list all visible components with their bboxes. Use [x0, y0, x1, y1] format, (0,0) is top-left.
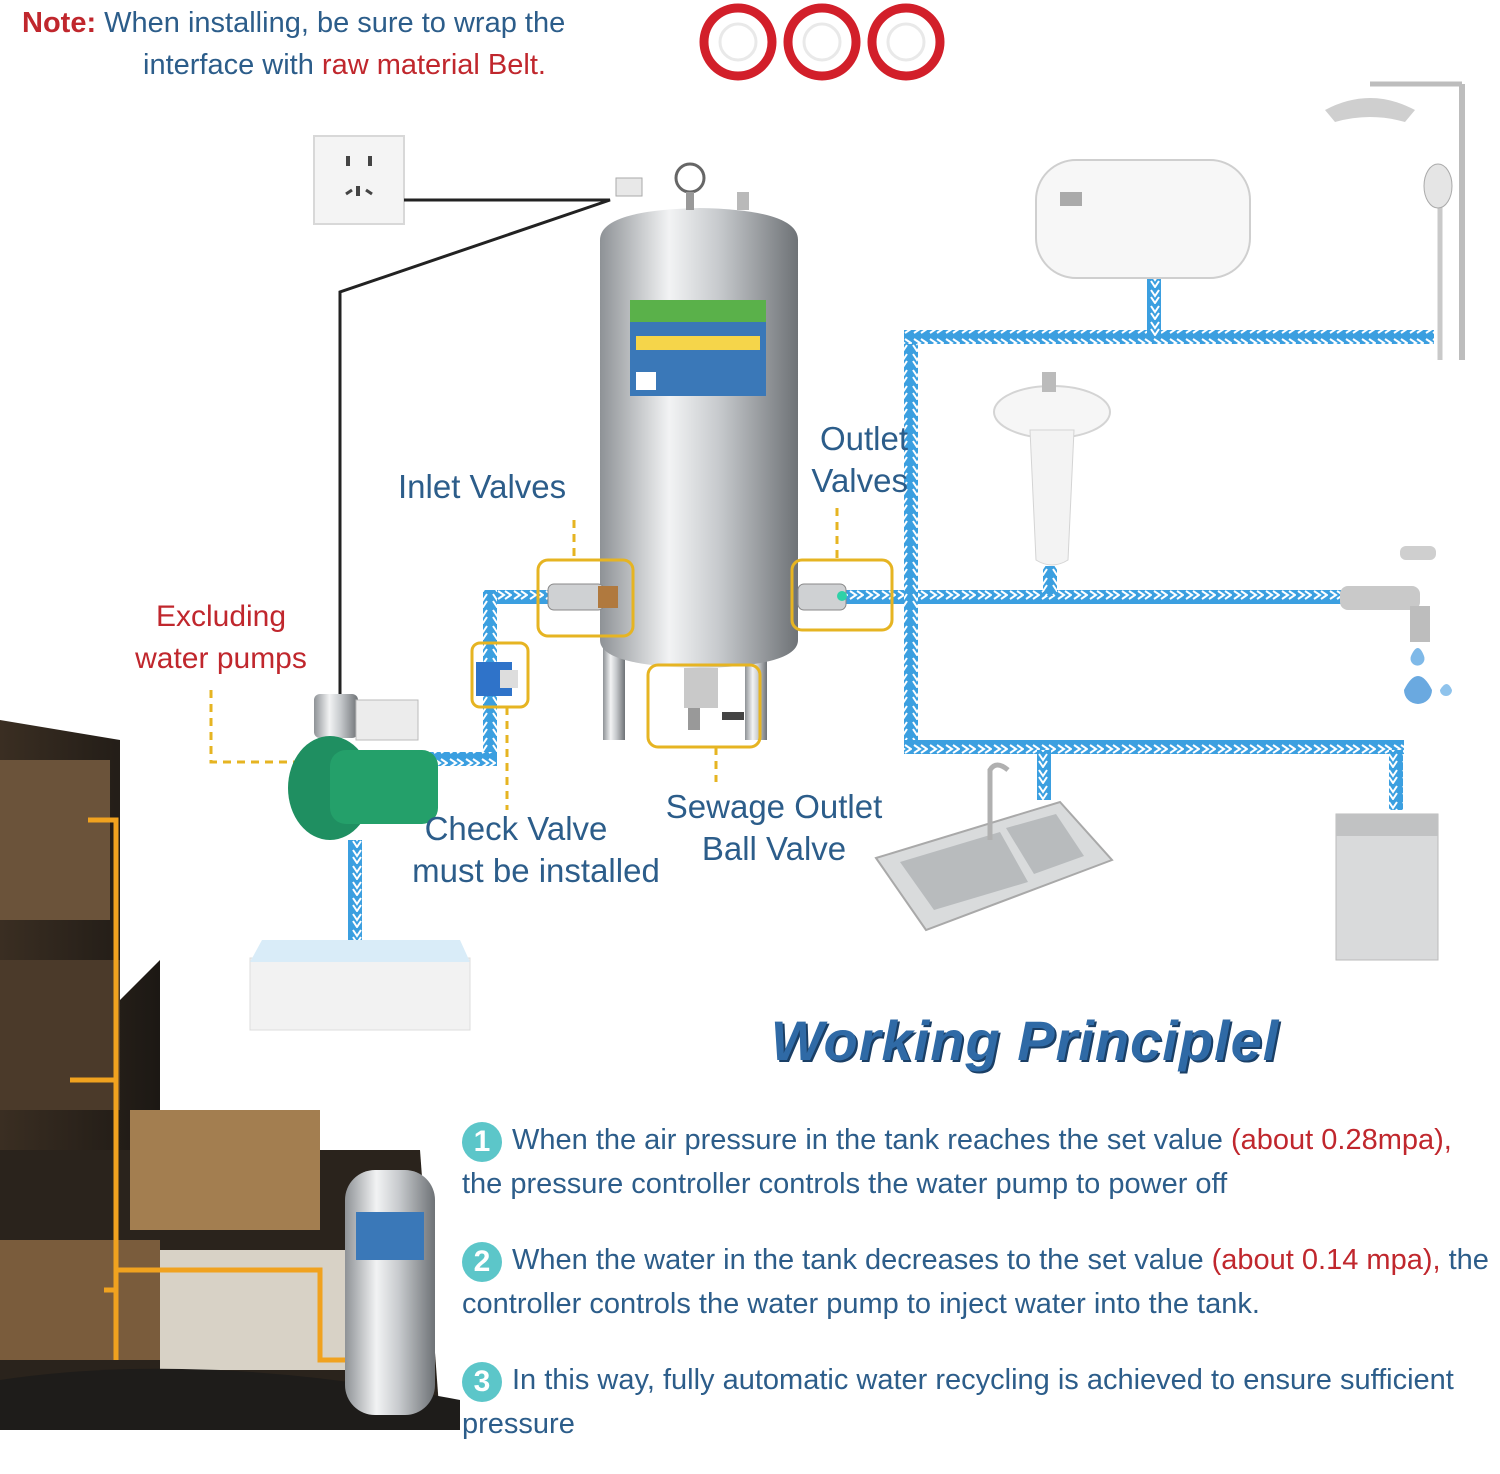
faucet-icon — [1340, 546, 1452, 704]
step-2: 2 When the water in the tank decreases to… — [462, 1238, 1492, 1326]
water-source-tank — [249, 940, 471, 1031]
note-prefix: Note: — [22, 7, 97, 39]
excluding-pumps-label: Excluding water pumps — [126, 596, 316, 680]
outlet-valves-line1: Outlet — [819, 420, 908, 457]
check-valve-label: Check Valve must be installed — [404, 808, 668, 892]
step-3-badge: 3 — [462, 1362, 502, 1402]
building-illustration — [0, 720, 500, 1474]
sewage-line2: Ball Valve — [701, 830, 847, 867]
sewage-line1: Sewage Outlet — [665, 788, 883, 825]
outlet-valves-label: Outlet Valves — [800, 418, 908, 502]
step-2-badge: 2 — [462, 1242, 502, 1282]
working-principle-title: Working Principlel — [770, 1009, 1280, 1072]
water-heater-icon — [1035, 159, 1251, 279]
sewage-valve-label: Sewage Outlet Ball Valve — [654, 786, 894, 870]
step-1-value: (about 0.28mpa), — [1230, 1124, 1452, 1156]
note-line2: interface with — [143, 49, 322, 81]
washing-machine-icon — [1335, 813, 1439, 961]
shower-icon — [1325, 81, 1465, 360]
step-1-text: When the air pressure in the tank reache… — [512, 1124, 1231, 1156]
note-line1: When installing, be sure to wrap the — [104, 7, 566, 39]
step-2-text-end: the controller controls the water pump t… — [462, 1244, 1489, 1320]
wall-socket-icon — [313, 135, 405, 225]
installation-note: Note: When installing, be sure to wrap t… — [22, 2, 565, 86]
note-highlight: raw material Belt — [321, 49, 538, 81]
step-3-text: In this way, fully automatic water recyc… — [462, 1364, 1454, 1440]
check-valve-line1: Check Valve — [424, 810, 608, 847]
water-pump-icon — [288, 694, 438, 840]
outlet-valves-line2: Valves — [811, 462, 908, 499]
step-1: 1 When the air pressure in the tank reach… — [462, 1118, 1492, 1206]
note-period: . — [537, 49, 546, 81]
step-1-badge: 1 — [462, 1122, 502, 1162]
check-valve-line2: must be installed — [412, 852, 660, 889]
excluding-line2: water pumps — [135, 642, 307, 675]
step-2-value: (about 0.14 mpa), — [1211, 1244, 1441, 1276]
kitchen-sink-icon — [874, 762, 1114, 932]
water-pipes — [348, 276, 1434, 940]
excluding-line1: Excluding — [155, 600, 287, 633]
inlet-valves-label: Inlet Valves — [398, 468, 567, 505]
pressure-tank — [600, 162, 798, 740]
tape-rolls-icon — [699, 3, 945, 81]
step-1-text-end: the pressure controller controls the wat… — [462, 1168, 1228, 1200]
step-2-text: When the water in the tank decreases to … — [512, 1244, 1212, 1276]
washbasin-icon — [993, 372, 1111, 566]
